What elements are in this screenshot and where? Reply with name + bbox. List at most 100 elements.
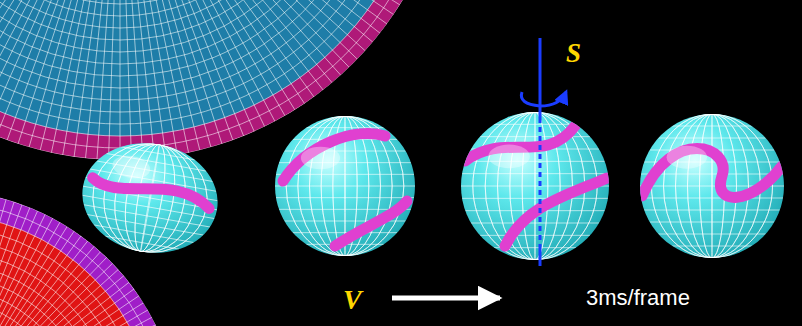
spin-axis-hidden [539,118,542,248]
mesh-line [0,222,60,326]
mesh-line [276,197,414,198]
mesh-line [0,0,25,104]
mesh-line [184,0,244,136]
mesh-line [0,0,354,64]
mesh-line [293,232,397,233]
mesh-line [11,317,152,326]
mesh-line [6,296,139,326]
ball-body [640,114,784,258]
mesh-line [29,0,73,147]
mesh-line [510,112,560,260]
mesh-line [107,138,194,257]
mesh-line [0,0,2,67]
mesh-line [0,0,378,88]
mesh-line [0,0,402,112]
mesh-line [0,269,118,326]
ball-seam [91,176,211,208]
mesh-line [480,136,590,137]
mesh-line [63,0,91,155]
mesh-line [462,173,608,174]
mesh-line [86,0,103,158]
mesh-line [0,0,330,40]
mesh-line [74,0,96,157]
mesh-line [3,282,129,326]
spin-arrow [521,92,566,106]
mesh-line [126,0,132,160]
ball [640,114,784,258]
ball [275,116,415,256]
mesh-line [108,0,114,160]
mesh-line [40,0,79,150]
mesh-line [0,257,107,326]
ball-seam [642,149,782,198]
spin-axis [539,248,542,266]
mesh-line [494,124,576,125]
mesh-line [0,0,51,131]
mesh-line [250,0,373,42]
ball-seam [283,133,407,246]
mesh-line [189,0,254,131]
ball-highlight [488,145,529,169]
spin-axis-label: S [566,38,581,69]
mesh-line [167,0,211,147]
frame-interval-label: 3ms/frame [586,285,690,311]
mesh-line [471,223,599,224]
mesh-line [205,0,285,116]
mesh-line [672,126,752,127]
mesh-line [8,303,144,326]
ball-body [74,133,227,264]
mesh-line [0,231,74,326]
mesh-line [0,214,45,326]
ball-body [461,112,609,260]
mesh-line [465,161,605,162]
mesh-line [688,114,737,258]
mesh-line [0,310,60,326]
mesh-line [0,0,6,75]
mesh-line [97,0,108,159]
mesh-line [644,210,780,211]
mesh-line [480,235,590,236]
mesh-line [0,236,81,326]
mesh-line [522,112,548,260]
ball [74,133,227,264]
mesh-line [0,246,94,326]
mesh-line [650,222,775,223]
mesh-line [161,0,200,150]
ball-highlight [667,146,707,169]
mesh-line [0,0,56,136]
mesh-line [200,0,275,121]
mesh-line [0,0,20,97]
mesh-line [150,0,178,155]
mesh-line [0,218,53,326]
pitching-wheels [0,0,450,326]
mesh-line [51,0,84,153]
mesh-line [275,186,415,187]
mesh-line [173,0,222,144]
mesh-line [658,138,765,139]
mesh-line [0,252,101,326]
mesh-line [220,0,314,97]
velocity-arrow [392,296,500,301]
mesh-line [672,246,752,247]
mesh-line [132,0,143,159]
mesh-line [94,225,194,243]
mesh-line [0,0,15,90]
ball-seam [465,126,607,246]
mesh-line [210,0,295,110]
mesh-line [664,114,761,258]
mesh-line [0,241,88,326]
mesh-line [9,310,148,326]
mesh-line [0,204,22,326]
ball-body [275,116,415,256]
mesh-line [144,0,166,157]
ball-highlight [301,147,340,169]
mesh-line [641,174,783,175]
mesh-line [0,0,11,83]
velocity-label: V [343,284,362,316]
mesh-line [0,226,67,326]
ball-highlight [111,153,152,181]
mesh-line [276,174,414,175]
mesh-line [178,0,233,140]
